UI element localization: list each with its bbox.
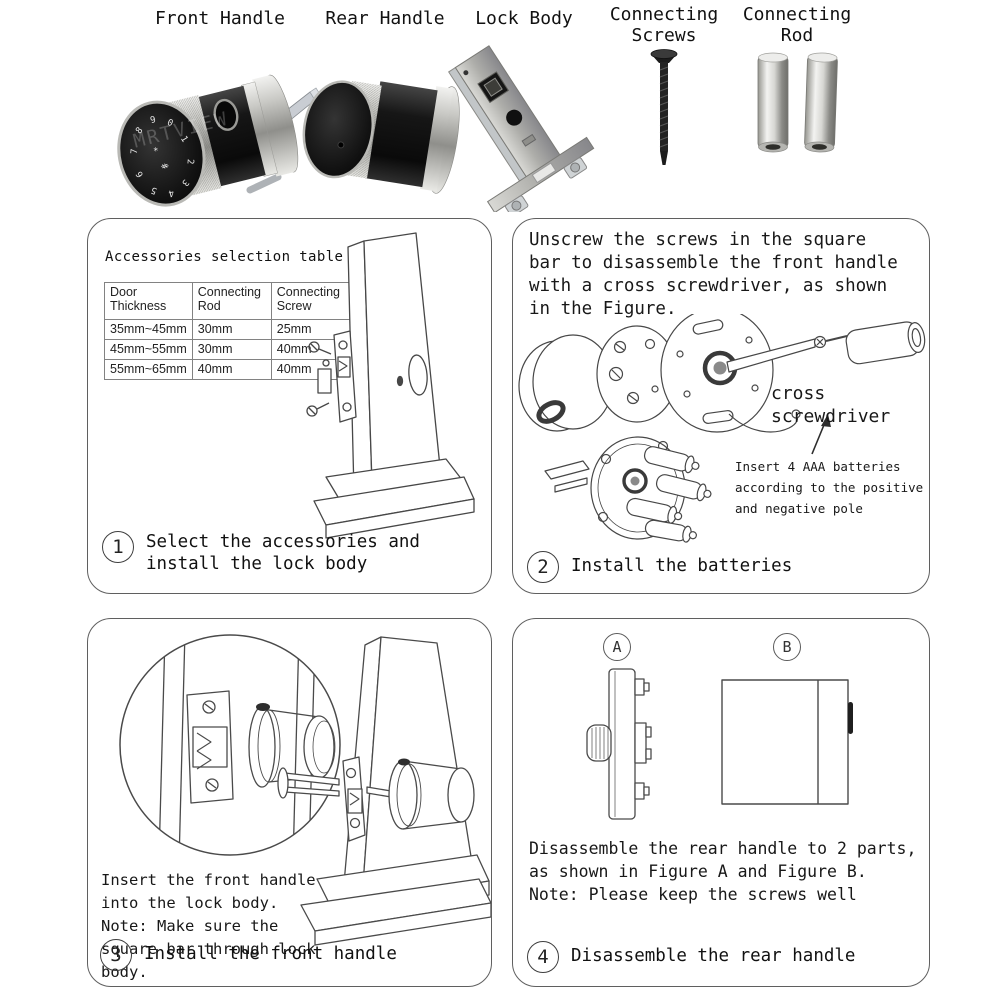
front-handle-label: Front Handle [154,8,286,29]
svg-text:4: 4 [167,187,175,198]
figure-a-illustration [586,668,652,820]
step4-number: 4 [527,941,559,973]
rod-right [804,52,838,153]
step2-caption-text: Install the batteries [571,556,793,576]
lock-body-label: Lock Body [475,8,573,29]
col-connecting-screw: Connecting Screw [270,282,353,320]
accessories-table-title: Accessories selection table [105,249,344,265]
col-connecting-rod: Connecting Rod [191,282,272,320]
magnified-lock-detail [119,634,341,856]
step1-caption: 1 Select the accessories and install the… [102,531,420,575]
table-row: 55mm~65mm 40mm 40mm [104,359,353,380]
svg-text:6: 6 [135,169,146,179]
door-front-handle-illustration [277,636,491,946]
svg-text:0: 0 [166,118,175,129]
svg-text:9: 9 [149,115,157,126]
table-row: 35mm~45mm 30mm 25mm [104,319,353,340]
rod-left [757,52,789,153]
step1-number: 1 [102,531,134,563]
step4-panel: A B Disassemble the rear handle to 2 par… [512,618,930,987]
step2-instruction: Unscrew the screws in the square bar to … [529,230,898,319]
step4-caption-text: Disassemble the rear handle [571,946,856,966]
cell-rod: 40mm [191,359,272,380]
aaa-batteries [626,446,712,543]
figure-b-illustration [721,679,853,805]
step2-caption: 2 Install the batteries [527,551,792,583]
battery-note: Insert 4 AAA batteries according to the … [735,459,924,516]
step2-number: 2 [527,551,559,583]
cell-thickness: 45mm~55mm [104,339,193,360]
rear-face-dot [337,141,345,149]
step3-panel: Insert the front handle into the lock bo… [87,618,492,987]
col-door-thickness: Door Thickness [104,282,193,320]
square-bar-hole [483,77,503,97]
connecting-screw-photo [650,49,678,165]
keypad-digits: 0 1 2 3 4 5 6 7 8 9 * # [130,115,195,198]
svg-text:3: 3 [179,177,190,188]
door-lockbody-illustration [306,232,475,539]
cell-thickness: 35mm~45mm [104,319,193,340]
step1-panel: Accessories selection table Door Thickne… [87,218,492,594]
step1-caption-text: Select the accessories and install the l… [146,532,420,574]
front-handle-photo: 0 1 2 3 4 5 6 7 8 9 * # MRTVIEW [117,74,320,207]
rear-handle-label: Rear Handle [325,8,445,29]
cell-thickness: 55mm~65mm [104,359,193,380]
step3-caption-text: Install the front handle [144,944,397,964]
connecting-rod-photo [757,52,838,153]
svg-text:5: 5 [150,184,159,195]
step4-caption: 4 Disassemble the rear handle [527,941,855,973]
svg-text:1: 1 [178,134,189,144]
step3-caption: 3 Install the front handle [100,939,397,971]
svg-text:8: 8 [134,126,145,137]
fingerprint-sensor [213,98,239,131]
svg-text:7: 7 [130,148,140,154]
cross-screwdriver-label: cross screwdriver [771,383,891,427]
step2-panel: Unscrew the screws in the square bar to … [512,218,930,594]
svg-text:#: # [158,162,170,173]
disassemble-illustration [518,314,926,455]
accessories-table: Door Thickness Connecting Rod Connecting… [104,282,353,380]
figure-a-label: A [603,633,631,661]
connecting-screws-label: Connecting Screws [609,4,719,46]
figure-b-label: B [773,633,801,661]
step4-note: Disassemble the rear handle to 2 parts, … [529,839,917,904]
cell-rod: 30mm [191,319,272,340]
connecting-rod-label: Connecting Rod [742,4,852,46]
cell-rod: 30mm [191,339,272,360]
svg-text:2: 2 [184,159,194,165]
lock-body-photo [448,45,595,212]
keypad-face [117,100,206,207]
battery-illustration [544,436,712,543]
rear-handle-photo [302,80,460,194]
cell-screw: 40mm [270,359,353,380]
svg-text:*: * [148,146,159,156]
step3-number: 3 [100,939,132,971]
